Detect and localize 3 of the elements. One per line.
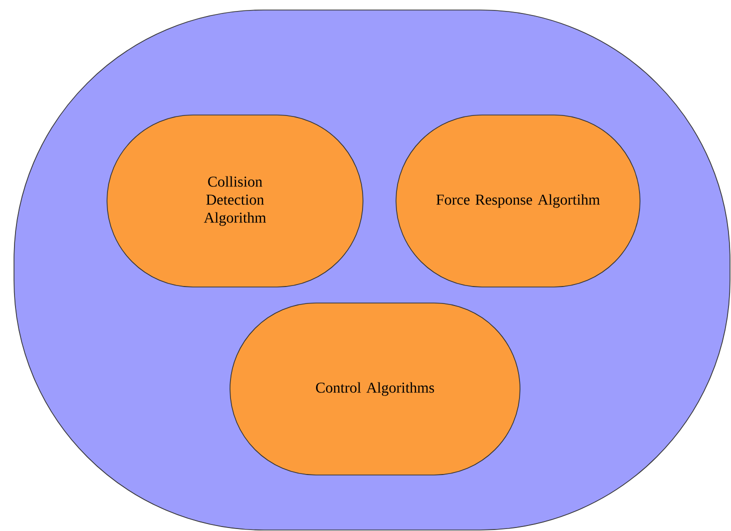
rounded-box: Control Algorithms — [230, 302, 520, 476]
rounded-box: Collision Detection Algorithm — [106, 114, 364, 288]
rounded-box: Force Response Algortihm — [396, 114, 640, 288]
